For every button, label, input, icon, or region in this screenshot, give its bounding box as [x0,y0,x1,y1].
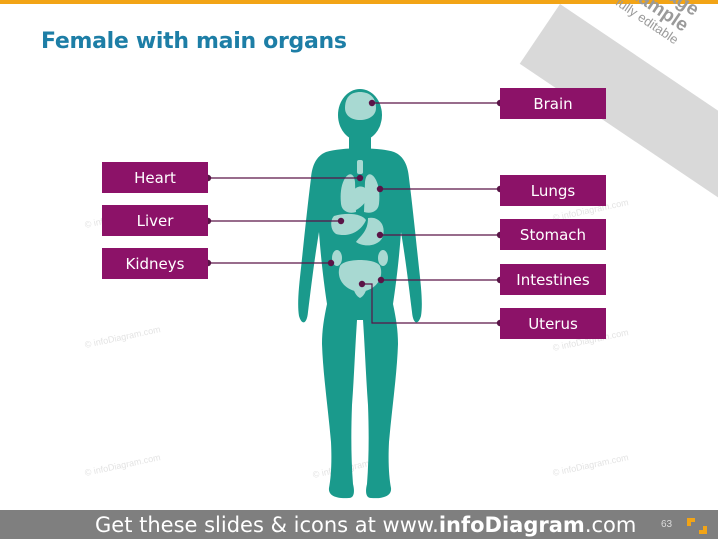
label-uterus: Uterus [500,308,606,339]
brain-dot-body [368,99,376,107]
kidneys-dot-body [327,259,335,267]
footer-prefix: Get these slides & icons at www. [95,513,439,537]
label-liver: Liver [102,205,208,236]
heart-dot-body [356,174,364,182]
uterus-connector [362,283,500,324]
heart-organ [350,186,368,210]
liver-dot-body [337,217,345,225]
organs [331,92,388,298]
page-title: Female with main organs [41,29,347,54]
uterus-dot-body [358,280,366,288]
kidney-left-organ [332,250,342,266]
label-lungs: Lungs [500,175,606,206]
kidney-right-organ [378,250,388,266]
label-stomach: Stomach [500,219,606,250]
footer-bar: Get these slides & icons at www.infoDiag… [0,510,718,539]
label-heart: Heart [102,162,208,193]
lungs-dot-body [376,185,384,193]
label-intestines: Intestines [500,264,606,295]
intestines-dot-body [377,276,385,284]
label-brain: Brain [500,88,606,119]
lungs-right-organ [364,174,380,213]
footer-brand: infoDiagram [438,513,585,537]
label-kidneys: Kidneys [102,248,208,279]
infodiagram-logo-icon [687,518,707,534]
brain-organ [345,92,376,120]
top-accent-bar [0,0,718,4]
stomach-dot-body [376,231,384,239]
footer-suffix: .com [584,513,637,537]
page-number: 63 [661,519,673,530]
connector-lines [208,102,500,324]
trachea-organ [357,160,363,174]
footer-link[interactable]: Get these slides & icons at www.infoDiag… [95,513,636,537]
stomach-organ [356,217,384,246]
